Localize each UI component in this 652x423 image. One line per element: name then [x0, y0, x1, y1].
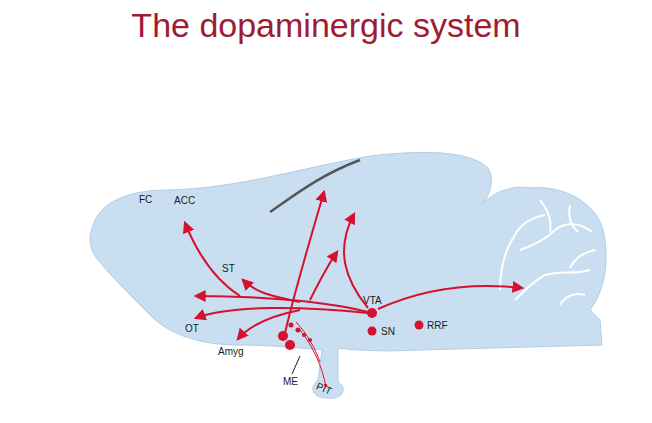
title: The dopaminergic system: [0, 6, 652, 45]
region-label: RRF: [427, 321, 448, 331]
corpus-callosum-line: [270, 160, 360, 212]
leader-line: [292, 356, 300, 374]
brain-outline: [90, 152, 606, 398]
nucleus-dots: [278, 308, 424, 350]
region-label: ACC: [174, 196, 195, 206]
cerebellum-folia: [500, 200, 595, 305]
region-label: SN: [381, 327, 395, 337]
region-label: OT: [185, 324, 199, 334]
dopamine-pathways: [185, 192, 522, 387]
region-label: Amyg: [218, 347, 244, 357]
region-label: FC: [139, 195, 152, 205]
region-label: ST: [222, 264, 235, 274]
region-label: VTA: [363, 296, 382, 306]
region-label: ME: [283, 377, 298, 387]
